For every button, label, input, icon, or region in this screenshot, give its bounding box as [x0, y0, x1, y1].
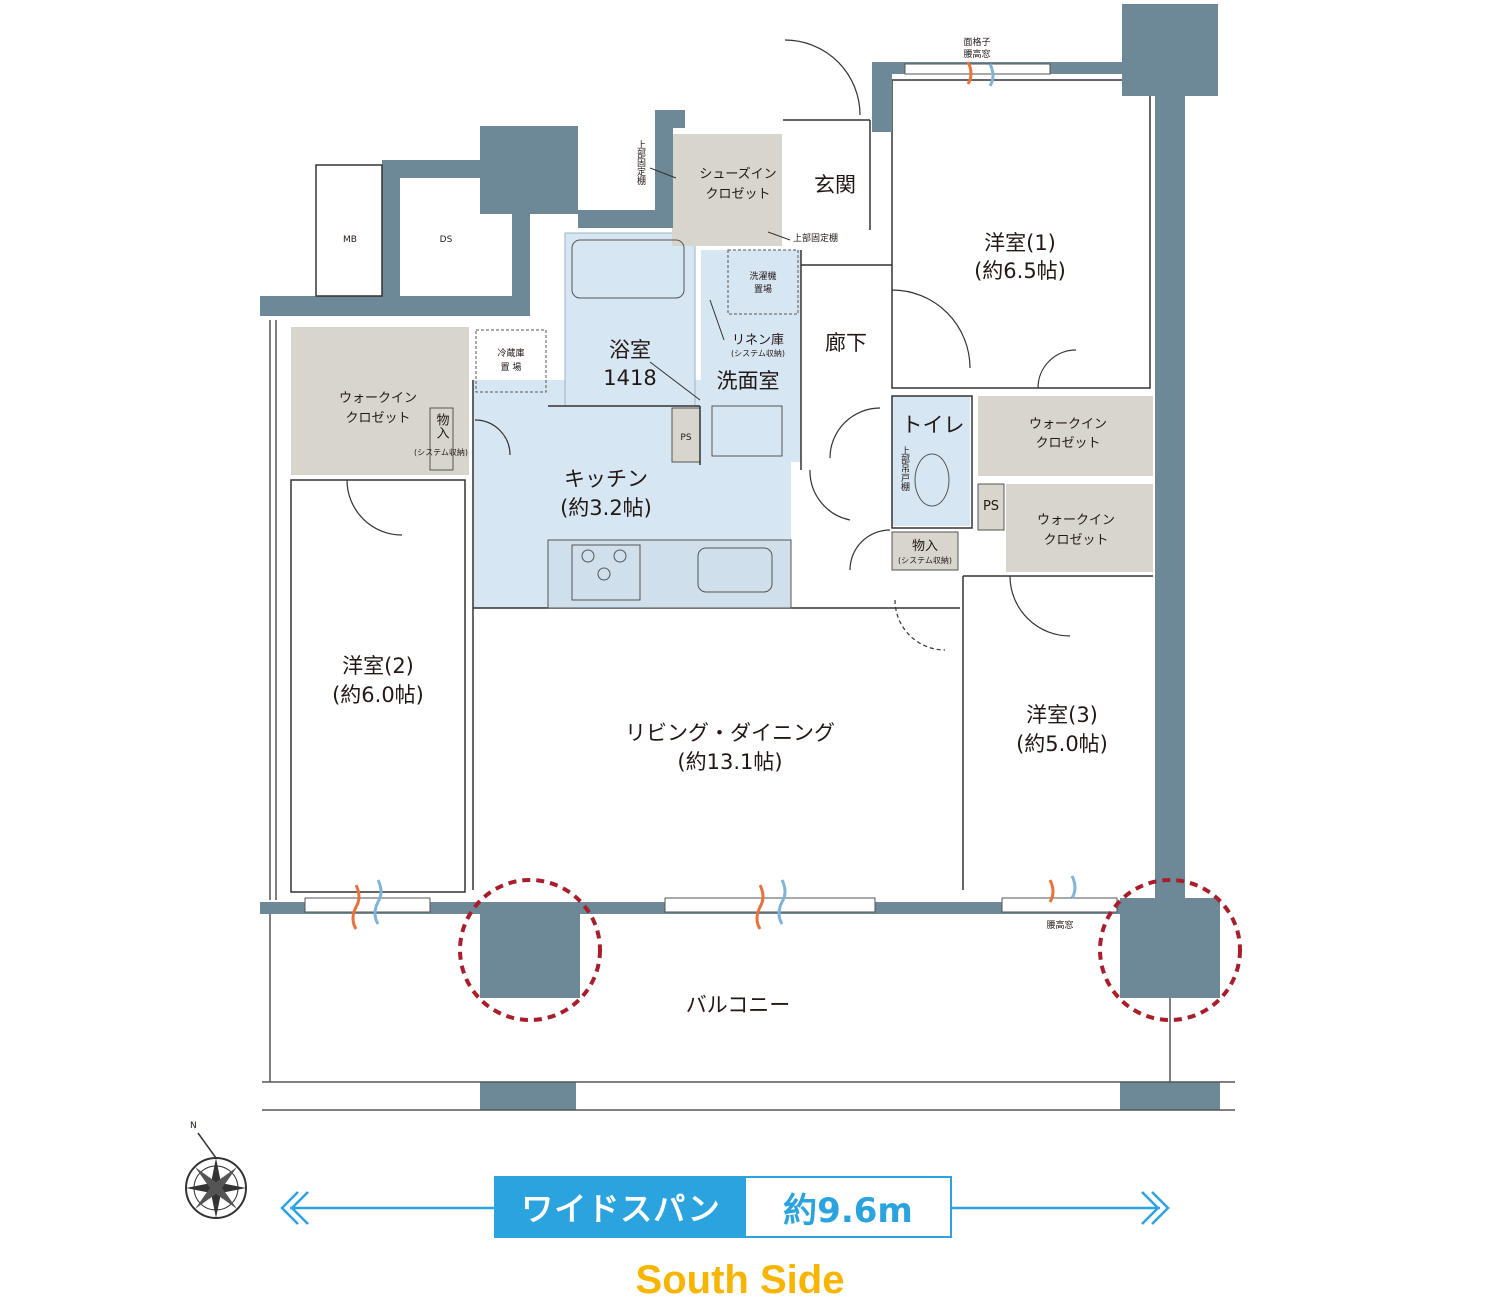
fridge-line1: 冷蔵庫	[497, 347, 524, 359]
storage-left-area	[429, 407, 454, 471]
wic-right-upper-line1: ウォークイン	[1029, 417, 1107, 432]
waist-window-note: 腰高窓	[1046, 919, 1073, 931]
wic-right-lower-area	[1006, 484, 1153, 572]
sink	[697, 547, 773, 593]
washroom-label: 洗面室	[717, 369, 780, 393]
living-name: リビング・ダイニング	[625, 721, 835, 745]
wide-span-label: ワイドスパン	[496, 1178, 746, 1236]
living-size: (約13.1帖)	[677, 750, 782, 774]
kitchen-name: キッチン	[564, 467, 648, 491]
washer-line2: 置場	[754, 283, 772, 295]
compass-icon	[185, 1132, 247, 1219]
column-marker-right	[1098, 878, 1242, 1022]
western1-size: (約6.5帖)	[974, 259, 1066, 283]
stove	[571, 544, 641, 601]
column-marker-left	[458, 878, 602, 1022]
washer	[727, 249, 799, 315]
wic-right-lower-line2: クロゼット	[1043, 533, 1108, 548]
wic-right-upper-line2: クロゼット	[1035, 436, 1100, 451]
bath-size: 1418	[603, 366, 656, 390]
wic-left-line1: ウォークイン	[339, 391, 417, 406]
ps-box-1	[671, 407, 701, 463]
wic-right-upper-area	[978, 396, 1153, 476]
shoe-closet-area	[672, 134, 782, 246]
storage-hall-line1: 物入	[912, 539, 938, 554]
wide-span-value: 約9.6m	[783, 1190, 913, 1231]
kitchen-size: (約3.2帖)	[560, 496, 652, 520]
storage-left-line1: 物入	[434, 413, 450, 439]
toilet-area	[892, 396, 970, 526]
ds-label: DS	[440, 235, 453, 245]
storage-hall-line2: (システム収納)	[898, 555, 952, 565]
fridge-line2: 置 場	[501, 361, 522, 373]
western1-name: 洋室(1)	[984, 231, 1056, 255]
upper-shelf-vertical-note: 上部固定棚	[635, 140, 646, 186]
upper-shelf-horizontal-note: 上部固定棚	[793, 232, 838, 244]
toilet-label: トイレ	[902, 413, 965, 437]
kitchen-counter	[547, 539, 792, 609]
storage-hall-area	[891, 531, 959, 571]
wide-span-arrow	[280, 1191, 1170, 1225]
western2-size: (約6.0帖)	[332, 683, 424, 707]
airflow-icon	[351, 61, 1077, 930]
wide-span-badge: ワイドスパン 約9.6m	[494, 1176, 952, 1238]
western2-name: 洋室(2)	[342, 654, 414, 678]
wash-basin	[711, 405, 783, 457]
western3-size: (約5.0帖)	[1016, 732, 1108, 756]
grille-window-line1: 面格子	[963, 36, 990, 48]
corridor-label: 廊下	[825, 331, 867, 355]
toilet-cabinet-note: 上部吊戸棚	[899, 446, 910, 492]
entrance-label: 玄関	[814, 173, 856, 197]
bathtub	[571, 239, 685, 299]
ps-label-1: PS	[680, 433, 691, 443]
ps-label-2: PS	[983, 499, 999, 514]
balcony-edges	[262, 320, 1235, 1111]
fridge-space	[475, 329, 547, 393]
mb-box	[315, 164, 383, 297]
balcony-label: バルコニー	[686, 993, 791, 1017]
structural-walls	[260, 4, 1220, 1110]
western3-name: 洋室(3)	[1026, 703, 1098, 727]
wic-left-line2: クロゼット	[345, 411, 410, 426]
bath-area	[564, 232, 696, 407]
linen-line2: (システム収納)	[731, 348, 785, 358]
mb-label: MB	[343, 235, 357, 245]
washer-line1: 洗濯機	[749, 270, 776, 282]
door-swings	[346, 39, 1077, 651]
storage-left-line2: (システム収納)	[414, 447, 468, 457]
south-windows	[304, 63, 1118, 913]
shoe-closet-line2: クロゼット	[705, 187, 770, 202]
linen-line1: リネン庫	[732, 333, 784, 348]
ps-box-2	[977, 483, 1005, 531]
bath-name: 浴室	[609, 338, 651, 362]
compass-north-label: N	[190, 1121, 197, 1131]
orientation-label: South Side	[635, 1258, 845, 1302]
washroom-area	[701, 250, 801, 462]
grille-window-line2: 腰高窓	[963, 48, 990, 60]
wic-right-lower-line1: ウォークイン	[1037, 513, 1115, 528]
shoe-closet-line1: シューズイン	[699, 166, 776, 182]
toilet-bowl	[914, 453, 950, 507]
